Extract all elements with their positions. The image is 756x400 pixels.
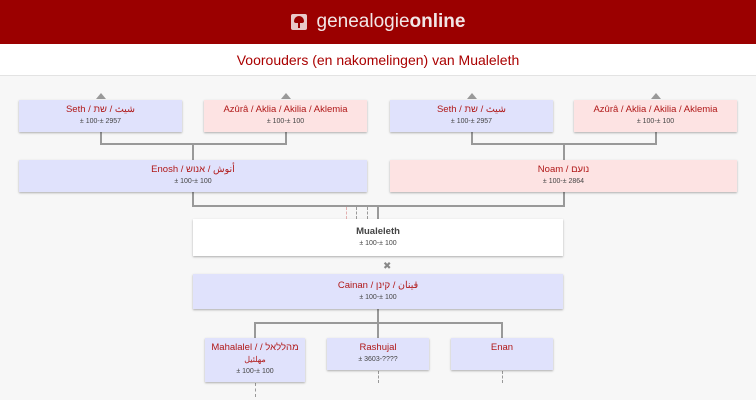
person-card-father[interactable]: Enosh / أنوش / אנוש ± 100-± 100 [19,160,367,192]
expand-up-icon[interactable] [96,93,106,99]
connector-line [377,205,379,219]
connector-line [255,383,256,397]
connector-line [192,143,194,160]
connector-line [367,207,368,219]
person-card-grandmother[interactable]: Azûrâ / Aklia / Akilia / Aklemia ± 100-± … [204,100,367,132]
person-card-child[interactable]: Enan [451,338,553,370]
expand-up-icon[interactable] [651,93,661,99]
connector-line [254,322,256,338]
person-dates: ± 100-± 100 [359,294,397,301]
person-card-subject[interactable]: Mualeleth ± 100-± 100 [193,219,563,256]
person-name[interactable]: Azûrâ / Aklia / Akilia / Aklemia [593,104,718,115]
connector-line [471,132,473,144]
connector-line [192,192,194,206]
person-card-mother[interactable]: Noam / נועם ± 100-± 2864 [390,160,737,192]
connector-line [377,322,379,338]
person-name[interactable]: Cainan / قينان / קינן [337,280,419,291]
person-name[interactable]: Seth / شيث / שת [65,104,136,115]
connector-line [377,309,379,323]
connector-line [655,132,657,144]
connector-line [502,371,503,383]
person-name: Mualeleth [356,226,400,237]
page-title: Voorouders (en nakomelingen) van Mualele… [0,44,756,76]
brand-logo[interactable]: genealogieonline [317,11,466,33]
person-dates: ± 100-± 100 [636,118,675,125]
person-name[interactable]: Enosh / أنوش / אנוש [151,164,235,175]
site-header: genealogieonline [0,0,756,44]
connector-line [378,371,379,383]
person-dates: ± 100-± 100 [236,368,274,375]
person-card-grandfather[interactable]: Seth / شيث / שת ± 100-± 2957 [19,100,182,132]
connector-line [100,132,102,144]
person-dates: ± 100-± 2864 [542,178,585,185]
marriage-icon: ✖ [383,261,392,272]
connector-line [356,207,357,219]
person-card-child[interactable]: Rashujal ± 3603-???? [327,338,429,370]
brand-regular: genealogie [316,11,410,32]
person-card-child[interactable]: Mahalalel / / מהללאל مهلئيل ± 100-± 100 [205,338,305,382]
person-dates: ± 100-± 100 [174,178,212,185]
person-name-alt[interactable]: مهلئيل [244,355,266,364]
connector-line [501,322,503,338]
person-name[interactable]: Mahalalel / / מהללאל [211,342,299,353]
person-card-grandfather[interactable]: Seth / شيث / שת ± 100-± 2957 [390,100,553,132]
connector-line [285,132,287,144]
person-dates: ± 100-± 2957 [450,118,493,125]
connector-line [563,192,565,206]
person-dates: ± 100-± 100 [359,240,397,247]
person-dates: ± 3603-???? [358,356,398,363]
expand-up-icon[interactable] [467,93,477,99]
expand-up-icon[interactable] [281,93,291,99]
person-dates: ± 100-± 2957 [79,118,122,125]
person-dates: ± 100-± 100 [266,118,305,125]
person-card-grandmother[interactable]: Azûrâ / Aklia / Akilia / Aklemia ± 100-± … [574,100,737,132]
person-name[interactable]: Rashujal [359,342,397,353]
person-name[interactable]: Noam / נועם [537,164,590,175]
connector-line [346,207,347,219]
person-name[interactable]: Enan [490,342,514,353]
connector-line [563,143,565,160]
person-name[interactable]: Azûrâ / Aklia / Akilia / Aklemia [223,104,348,115]
brand-bold: online [409,11,466,32]
tree-logo-icon [290,14,307,30]
person-name[interactable]: Seth / شيث / שת [436,104,507,115]
person-card-spouse[interactable]: Cainan / قينان / קינן ± 100-± 100 [193,274,563,309]
